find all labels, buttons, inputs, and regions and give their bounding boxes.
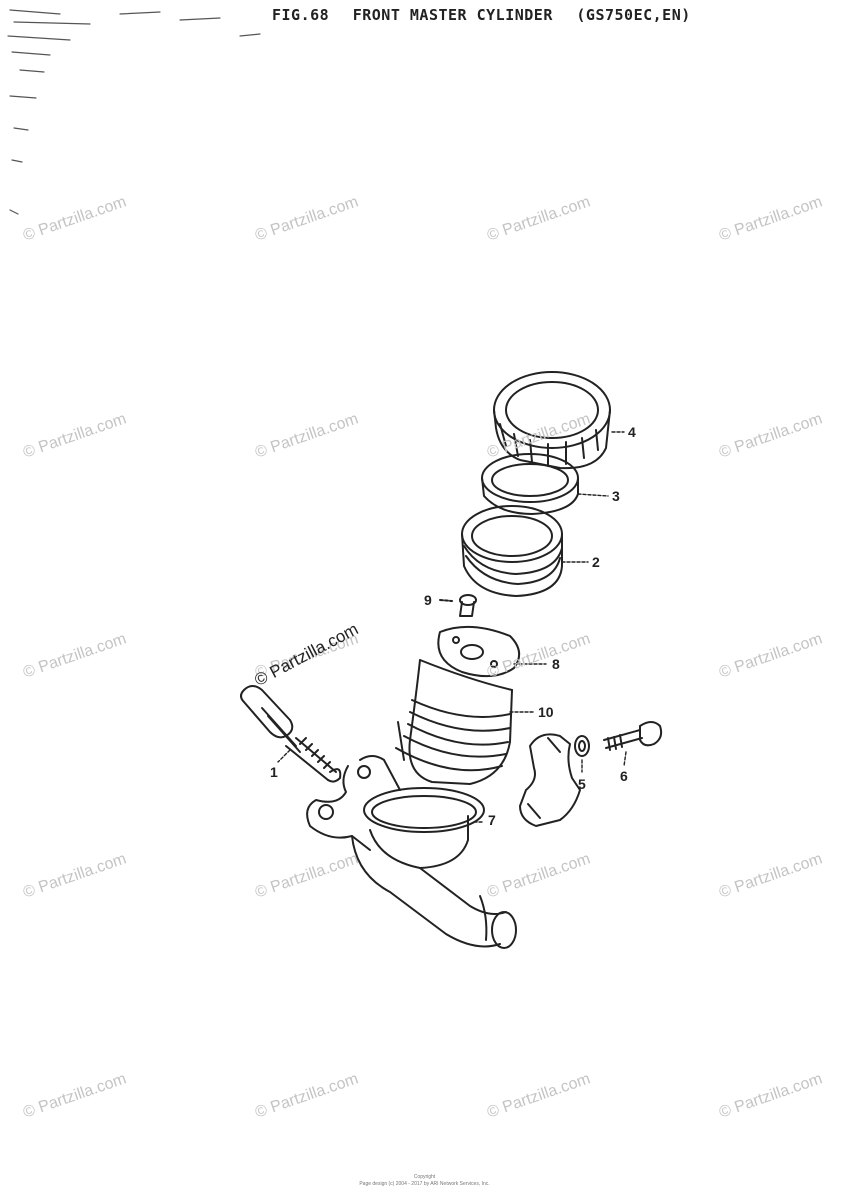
figure-title: FIG.68 FRONT MASTER CYLINDER (GS750EC,EN… — [272, 6, 705, 24]
part-1-piston-assembly — [240, 685, 342, 783]
part-7-o-ring — [363, 787, 485, 833]
part-2-diaphragm — [461, 505, 563, 597]
scan-noise — [7, 9, 261, 215]
part-8-plate — [437, 625, 521, 678]
callout-9: 9 — [424, 592, 432, 608]
callout-10: 10 — [538, 704, 554, 720]
part-10-reservoir-body — [395, 659, 513, 785]
clamp-half — [519, 733, 581, 827]
figure-models: (GS750EC,EN) — [576, 6, 691, 24]
leader-lines — [277, 431, 627, 823]
footer-copyright: Copyright — [413, 1174, 436, 1180]
callout-2: 2 — [592, 554, 600, 570]
callout-1: 1 — [270, 764, 278, 780]
part-5-washer — [574, 735, 590, 757]
part-3-diaphragm-plate — [481, 453, 579, 515]
callout-7: 7 — [488, 812, 496, 828]
figure-number: FIG.68 — [272, 6, 330, 24]
callout-3: 3 — [612, 488, 620, 504]
callout-6: 6 — [620, 768, 628, 784]
callout-5: 5 — [578, 776, 586, 792]
figure-name: FRONT MASTER CYLINDER — [352, 6, 553, 24]
callout-8: 8 — [552, 656, 560, 672]
master-cylinder-body — [306, 755, 517, 949]
footer-page-design: Page design (c) 2004 - 2017 by ARI Netwo… — [359, 1181, 490, 1187]
part-6-clamp-bolt — [603, 721, 663, 751]
part-9-screw — [439, 594, 477, 617]
callout-4: 4 — [628, 424, 636, 440]
